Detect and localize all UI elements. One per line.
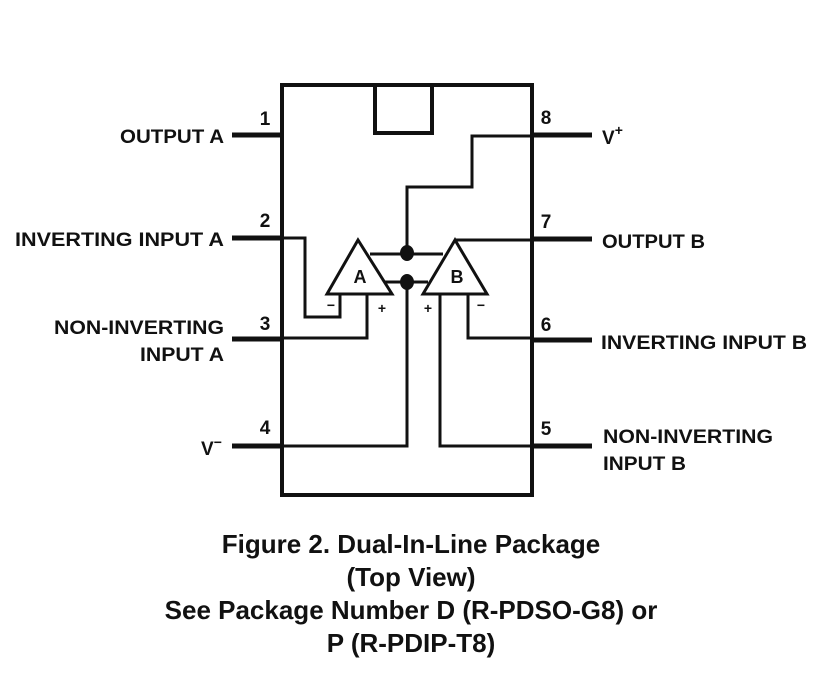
package-notch <box>373 85 434 135</box>
vplus-wire <box>405 134 532 252</box>
caption-line-1: Figure 2. Dual-In-Line Package <box>222 529 601 559</box>
caption-line-3: See Package Number D (R-PDSO-G8) or <box>165 595 658 625</box>
pin-label-v-minus: V− <box>201 434 222 460</box>
pin2-wire <box>282 236 342 319</box>
pin6-wire <box>466 294 532 340</box>
pin-label-v-plus: V+ <box>602 122 623 149</box>
op-amp-a-minus: − <box>327 297 335 313</box>
pin-number-5: 5 <box>541 419 552 440</box>
pin-label-output-b: OUTPUT B <box>602 232 705 253</box>
v-minus-superscript: − <box>214 434 222 450</box>
pin-label-inverting-input-b: INVERTING INPUT B <box>601 333 807 354</box>
op-amp-a-triangle <box>324 237 395 296</box>
vminus-wire <box>282 282 409 448</box>
junction-dot-vminus <box>400 274 414 290</box>
caption-line-2: (Top View) <box>346 562 475 592</box>
pin-number-4: 4 <box>260 418 271 439</box>
v-minus-base: V <box>201 439 214 460</box>
pin-label-inverting-input-a: INVERTING INPUT A <box>15 230 224 251</box>
pin-number-6: 6 <box>541 315 552 336</box>
pin-label-non-inverting-a-line2: INPUT A <box>140 345 224 366</box>
pin-number-8: 8 <box>541 108 552 129</box>
op-amp-a-plus: + <box>378 300 386 316</box>
junction-dot-vplus <box>400 245 414 261</box>
pin-label-non-inverting-a-line1: NON-INVERTING <box>54 318 224 339</box>
pin-number-7: 7 <box>541 212 552 233</box>
op-amp-b-minus: − <box>477 297 485 313</box>
pin-label-non-inverting-b-line1: NON-INVERTING <box>603 427 773 448</box>
left-pin-labels: OUTPUT A INVERTING INPUT A NON-INVERTING… <box>15 127 224 460</box>
package-outline <box>280 83 534 497</box>
v-plus-superscript: + <box>615 122 623 138</box>
op-amp-b: B − + <box>420 237 490 316</box>
pin-number-1: 1 <box>260 109 271 130</box>
op-amp-b-plus: + <box>424 300 432 316</box>
caption-line-4: P (R-PDIP-T8) <box>327 628 496 658</box>
pin-label-output-a: OUTPUT A <box>120 127 224 148</box>
op-amp-b-triangle <box>420 237 490 296</box>
pin3-wire <box>282 294 369 340</box>
pin-label-non-inverting-b-line2: INPUT B <box>603 454 686 475</box>
internal-wiring <box>282 134 532 448</box>
pin-number-2: 2 <box>260 211 271 232</box>
pin-number-3: 3 <box>260 314 271 335</box>
figure-caption: Figure 2. Dual-In-Line Package (Top View… <box>165 529 658 658</box>
pin-leads <box>232 132 592 449</box>
op-amp-a: A − + <box>324 237 395 316</box>
v-plus-base: V <box>602 128 615 149</box>
right-pin-labels: V+ OUTPUT B INVERTING INPUT B NON-INVERT… <box>601 122 807 475</box>
op-amp-a-label: A <box>354 267 367 287</box>
pin5-wire <box>438 294 532 448</box>
op-amp-b-label: B <box>451 267 464 287</box>
pin-numbers: 1 2 3 4 8 7 6 5 <box>260 108 552 440</box>
